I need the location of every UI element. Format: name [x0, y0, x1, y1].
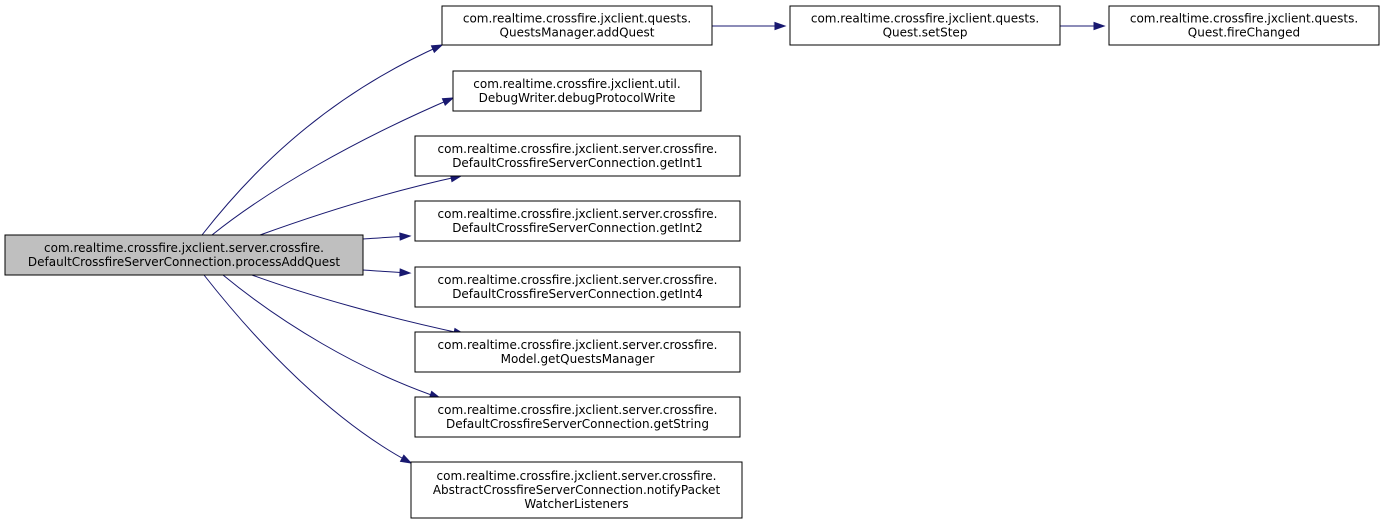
- node-getInt2[interactable]: com.realtime.crossfire.jxclient.server.c…: [414, 200, 741, 242]
- node-box: [414, 396, 741, 438]
- node-label-line: DefaultCrossfireServerConnection.getInt1: [452, 156, 703, 170]
- edge-arrowhead: [774, 21, 787, 31]
- node-label-line: com.realtime.crossfire.jxclient.server.c…: [438, 273, 718, 287]
- node-label-line: AbstractCrossfireServerConnection.notify…: [433, 483, 721, 497]
- node-label-line: Model.getQuestsManager: [501, 352, 655, 366]
- node-label-line: com.realtime.crossfire.jxclient.server.c…: [438, 142, 718, 156]
- node-label-line: QuestsManager.addQuest: [500, 26, 655, 40]
- node-box: [410, 461, 743, 519]
- node-label-line: Quest.setStep: [883, 26, 968, 40]
- edge-processAddQuest-to-addQuest: [201, 44, 444, 236]
- node-box: [414, 135, 741, 177]
- node-notifyPacketWatcherListeners[interactable]: com.realtime.crossfire.jxclient.server.c…: [410, 461, 743, 519]
- edge-line: [211, 97, 454, 236]
- edge-arrowhead: [1093, 21, 1106, 31]
- node-label-line: DefaultCrossfireServerConnection.getStri…: [446, 417, 709, 431]
- edge-processAddQuest-to-notifyPacketWatcherListeners: [203, 274, 413, 464]
- node-label-line: DefaultCrossfireServerConnection.getInt2: [452, 221, 703, 235]
- edge-setStep-to-fireChanged: [1060, 21, 1106, 31]
- node-box: [414, 331, 741, 373]
- node-label-line: DefaultCrossfireServerConnection.getInt4: [452, 287, 703, 301]
- node-label-line: Quest.fireChanged: [1188, 26, 1300, 40]
- node-label-line: com.realtime.crossfire.jxclient.quests.: [463, 12, 691, 26]
- node-box: [4, 234, 364, 276]
- edge-addQuest-to-setStep: [712, 21, 787, 31]
- edge-line: [259, 175, 462, 236]
- edge-line: [251, 274, 465, 335]
- node-box: [414, 200, 741, 242]
- edge-arrowhead: [399, 454, 413, 464]
- nodes-layer: com.realtime.crossfire.jxclient.server.c…: [4, 5, 1380, 519]
- node-addQuest[interactable]: com.realtime.crossfire.jxclient.quests.Q…: [441, 5, 713, 46]
- node-label-line: com.realtime.crossfire.jxclient.quests.: [811, 12, 1039, 26]
- node-fireChanged[interactable]: com.realtime.crossfire.jxclient.quests.Q…: [1108, 5, 1380, 46]
- node-label-line: com.realtime.crossfire.jxclient.server.c…: [44, 241, 324, 255]
- node-box: [1108, 5, 1380, 46]
- edge-arrowhead: [399, 232, 412, 241]
- edge-arrowhead: [441, 97, 455, 107]
- node-setStep[interactable]: com.realtime.crossfire.jxclient.quests.Q…: [789, 5, 1061, 46]
- node-getQuestsManager[interactable]: com.realtime.crossfire.jxclient.server.c…: [414, 331, 741, 373]
- node-label-line: com.realtime.crossfire.jxclient.server.c…: [438, 207, 718, 221]
- edge-processAddQuest-to-debugProtocolWrite: [211, 97, 455, 236]
- edge-line: [201, 44, 443, 236]
- edge-arrowhead: [430, 44, 444, 54]
- edges-layer: [201, 21, 1106, 464]
- node-getInt1[interactable]: com.realtime.crossfire.jxclient.server.c…: [414, 135, 741, 177]
- node-getInt4[interactable]: com.realtime.crossfire.jxclient.server.c…: [414, 266, 741, 308]
- node-box: [452, 70, 702, 112]
- edge-line: [222, 274, 441, 399]
- node-label-line: com.realtime.crossfire.jxclient.server.c…: [437, 469, 717, 483]
- node-box: [441, 5, 713, 46]
- node-getString[interactable]: com.realtime.crossfire.jxclient.server.c…: [414, 396, 741, 438]
- edge-processAddQuest-to-getInt4: [362, 268, 412, 277]
- node-label-line: com.realtime.crossfire.jxclient.server.c…: [438, 338, 718, 352]
- node-box: [414, 266, 741, 308]
- node-label-line: DefaultCrossfireServerConnection.process…: [28, 255, 340, 269]
- edge-processAddQuest-to-getInt2: [362, 232, 412, 241]
- node-label-line: WatcherListeners: [524, 497, 628, 511]
- node-label-line: com.realtime.crossfire.jxclient.quests.: [1130, 12, 1358, 26]
- edge-arrowhead: [399, 268, 412, 277]
- node-box: [789, 5, 1061, 46]
- node-label-line: com.realtime.crossfire.jxclient.server.c…: [438, 403, 718, 417]
- node-label-line: DebugWriter.debugProtocolWrite: [479, 91, 676, 105]
- node-label-line: com.realtime.crossfire.jxclient.util.: [473, 77, 680, 91]
- node-processAddQuest[interactable]: com.realtime.crossfire.jxclient.server.c…: [4, 234, 364, 276]
- node-debugProtocolWrite[interactable]: com.realtime.crossfire.jxclient.util.Deb…: [452, 70, 702, 112]
- edge-line: [203, 274, 412, 464]
